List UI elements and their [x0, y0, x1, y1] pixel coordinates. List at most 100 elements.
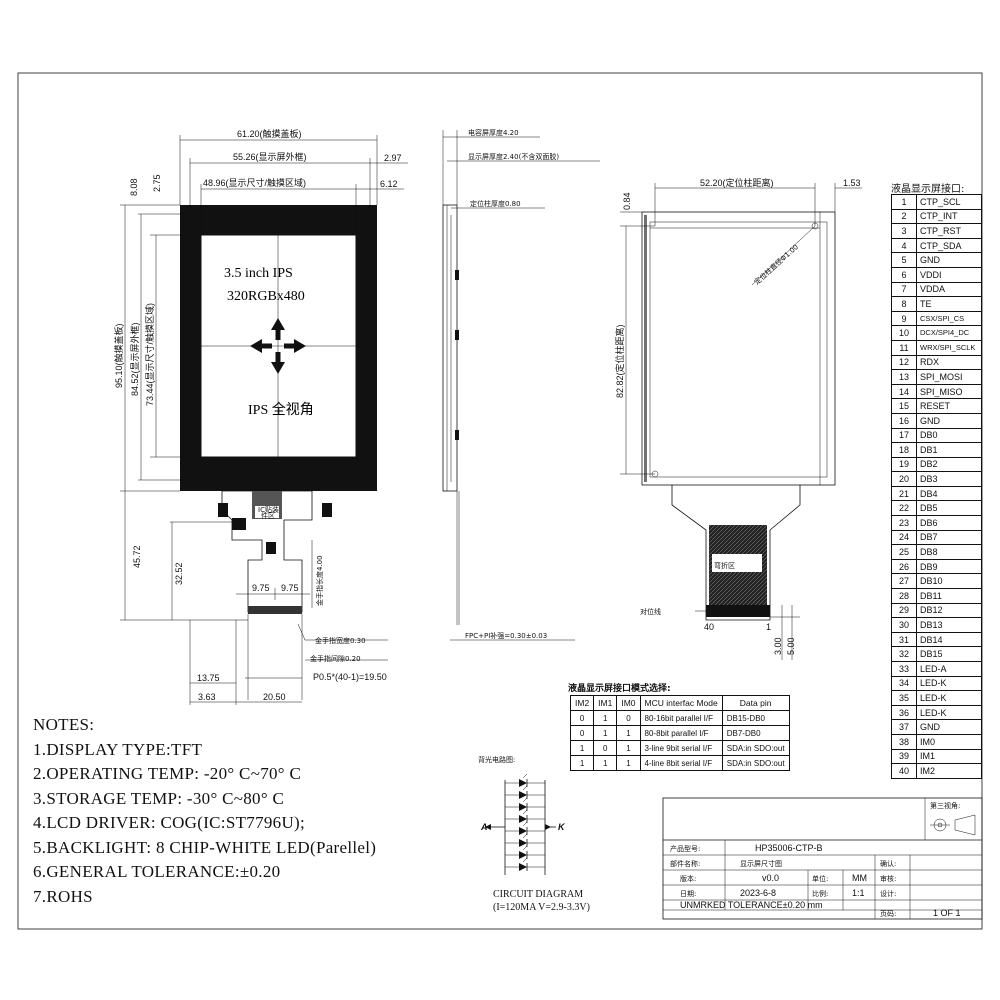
lcd-thickness: 显示屏厚度2.40(不含双面胶) [468, 152, 559, 161]
mode-header: Data pin [721, 695, 790, 711]
pin-signal: CTP_SDA [916, 237, 982, 254]
fpc-dim-975b: 9.75 [281, 583, 299, 593]
side-view: 电容屏厚度4.20 显示屏厚度2.40(不含双面胶) 定位柱厚度0.80 FPC… [442, 128, 600, 641]
pin-signal: IM0 [916, 733, 982, 750]
title-block-text: 第三视角: 产品型号: HP35006-CTP-B 部件名称: 显示屏尺寸图 确… [670, 801, 976, 918]
pin-signal: DB6 [916, 515, 982, 531]
pin-number: 31 [891, 631, 917, 648]
pin-signal: DB8 [916, 544, 982, 560]
pin-1-label: 1 [766, 622, 771, 632]
pin-signal: DCX/SPI4_DC [916, 325, 982, 341]
svg-text:2023-6-8: 2023-6-8 [740, 888, 776, 898]
pin-number: 4 [891, 237, 917, 254]
gold-finger-strip [248, 606, 302, 614]
mode-cell: DB15-DB0 [721, 710, 790, 726]
svg-text:v0.0: v0.0 [762, 873, 779, 883]
mode-cell: 1 [616, 740, 641, 756]
center-cross-icon [250, 318, 306, 374]
mode-header: IM0 [616, 695, 641, 711]
pin-signal: RDX [916, 354, 982, 371]
pin-number: 7 [891, 281, 917, 298]
fpc-gold-width: 金手指宽度0.30 [315, 636, 366, 645]
pin-40-label: 40 [704, 622, 714, 632]
pin-number: 23 [891, 515, 917, 531]
pin-number: 30 [891, 617, 917, 633]
pin-signal: SPI_MISO [916, 383, 982, 400]
led-icon [505, 797, 545, 811]
rear-dim-right: 1.53 [843, 178, 861, 188]
pin-signal: CSX/SPI_CS [916, 310, 982, 327]
fpc-13-75: 13.75 [197, 673, 220, 683]
circuit-title: 背光电路图: [478, 755, 515, 764]
pin-signal: LED-A [916, 661, 982, 677]
mode-cell: 80-16bit parallel I/F [639, 710, 723, 726]
note-line: 7.ROHS [33, 886, 93, 906]
pin-signal: GND [916, 412, 982, 429]
post-diameter: 定位柱直径Φ1.00 [752, 242, 800, 286]
dim-top-active: 48.96(显示尺寸/触摸区域) [203, 177, 306, 188]
fpc-pitch-total: P0.5*(40-1)=19.50 [313, 672, 387, 682]
pin-number: 12 [891, 354, 917, 371]
bend-zone-label: 弯折区 [714, 561, 735, 570]
pin-number: 25 [891, 544, 917, 560]
mode-cell: 80-8bit parallel I/F [639, 725, 723, 741]
svg-text:件区: 件区 [261, 511, 275, 520]
pin-signal: IM1 [916, 748, 982, 765]
mode-cell: 1 [593, 755, 618, 771]
rear-gold-finger [706, 605, 770, 617]
pin-signal: CTP_SCL [916, 194, 982, 210]
pin-number: 27 [891, 573, 917, 590]
pin-number: 39 [891, 748, 917, 765]
pin-number: 34 [891, 675, 917, 692]
svg-text:日期:: 日期: [680, 890, 696, 898]
pin-number: 9 [891, 310, 917, 327]
pin-number: 37 [891, 719, 917, 735]
pin-number: 29 [891, 602, 917, 619]
pin-signal: WRX/SPI_SCLK [916, 339, 982, 356]
tolerance-label: UNMRKED TOLERANCE±0.20 mm [680, 900, 823, 910]
mode-cell: 1 [593, 725, 618, 741]
pin-signal: DB15 [916, 646, 982, 662]
fpc-3-63: 3.63 [198, 692, 216, 702]
note-line: 3.STORAGE TEMP: -30° C~80° C [33, 788, 285, 808]
pin-number: 40 [891, 763, 917, 779]
pin-signal: DB12 [916, 602, 982, 619]
dim-right-2: 6.12 [380, 179, 398, 189]
pin-number: 32 [891, 646, 917, 662]
svg-text:比例:: 比例: [812, 889, 828, 898]
pin-number: 8 [891, 296, 917, 312]
cathode-label: K [558, 822, 566, 832]
note-line: 6.GENERAL TOLERANCE:±0.20 [33, 862, 281, 881]
pin-signal: LED-K [916, 704, 982, 721]
dim-5: 5.00 [786, 637, 796, 655]
backlight-circuit: 背光电路图: A K [478, 755, 566, 875]
dim-right-1: 2.97 [384, 153, 402, 163]
fpc-dim-32: 32.52 [174, 562, 184, 585]
projection-icon [930, 814, 976, 836]
mode-cell: SDA:in SDO:out [721, 755, 790, 771]
pin-signal: DB4 [916, 485, 982, 502]
title-block-lines [662, 797, 983, 920]
pin-signal: GND [916, 252, 982, 268]
pin-signal: CTP_INT [916, 208, 982, 225]
pin-number: 24 [891, 529, 917, 546]
dim-left-top-2: 2.75 [152, 174, 162, 192]
note-line: 4.LCD DRIVER: COG(IC:ST7796U); [33, 813, 306, 832]
